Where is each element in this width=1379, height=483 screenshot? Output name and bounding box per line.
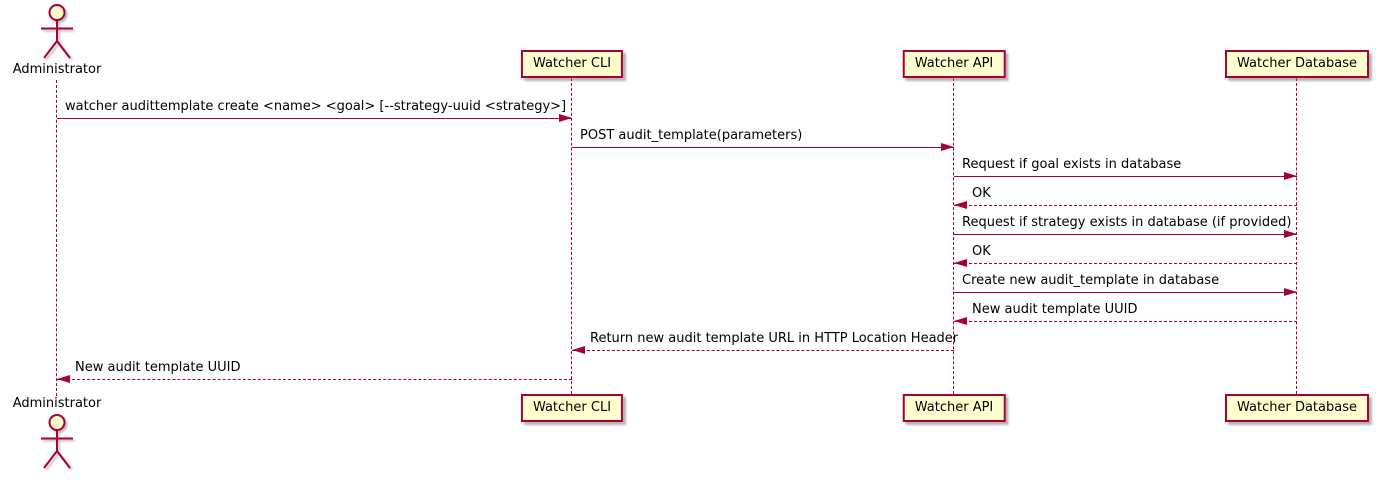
- arrowhead-icon: [941, 143, 954, 151]
- arrowhead-icon: [559, 114, 572, 122]
- arrowhead-icon: [1284, 172, 1297, 180]
- actor-label-bottom: Administrator: [12, 396, 102, 411]
- message-line: [954, 205, 1297, 206]
- arrowhead-icon: [954, 201, 967, 209]
- message-line: [954, 263, 1297, 264]
- arrowhead-icon: [954, 259, 967, 267]
- arrowhead-icon: [572, 346, 585, 354]
- message-line: [572, 350, 954, 351]
- participant-watcher-api-bottom: Watcher API: [902, 394, 1006, 422]
- message-label: New audit template UUID: [75, 360, 241, 375]
- arrowhead-icon: [954, 317, 967, 325]
- message-line: [954, 234, 1297, 235]
- message-line: [572, 147, 954, 148]
- lifeline-watcher-cli: [571, 78, 572, 394]
- arrowhead-icon: [57, 375, 70, 383]
- participant-watcher-database-top: Watcher Database: [1225, 50, 1369, 78]
- actor-icon: [41, 414, 73, 469]
- message-line: [57, 379, 572, 380]
- participant-watcher-api-top: Watcher API: [902, 50, 1006, 78]
- message-label: New audit template UUID: [972, 302, 1138, 317]
- participant-watcher-cli-top: Watcher CLI: [520, 50, 624, 78]
- arrowhead-icon: [1284, 230, 1297, 238]
- actor-icon: [41, 4, 73, 59]
- message-label: Request if goal exists in database: [962, 157, 1182, 172]
- message-line: [57, 118, 572, 119]
- message-label: Create new audit_template in database: [962, 273, 1220, 288]
- message-label: Request if strategy exists in database (…: [962, 215, 1292, 230]
- lifeline-watcher-api: [953, 78, 954, 394]
- message-line: [954, 321, 1297, 322]
- lifeline-administrator: [56, 80, 57, 396]
- message-line: [954, 292, 1297, 293]
- arrowhead-icon: [1284, 288, 1297, 296]
- participant-watcher-cli-bottom: Watcher CLI: [520, 394, 624, 422]
- message-label: watcher audittemplate create <name> <goa…: [65, 99, 567, 114]
- message-label: POST audit_template(parameters): [580, 128, 803, 143]
- message-label: OK: [972, 186, 991, 201]
- message-line: [954, 176, 1297, 177]
- actor-label-top: Administrator: [12, 62, 102, 77]
- message-label: Return new audit template URL in HTTP Lo…: [590, 331, 959, 346]
- participant-watcher-database-bottom: Watcher Database: [1225, 394, 1369, 422]
- message-label: OK: [972, 244, 991, 259]
